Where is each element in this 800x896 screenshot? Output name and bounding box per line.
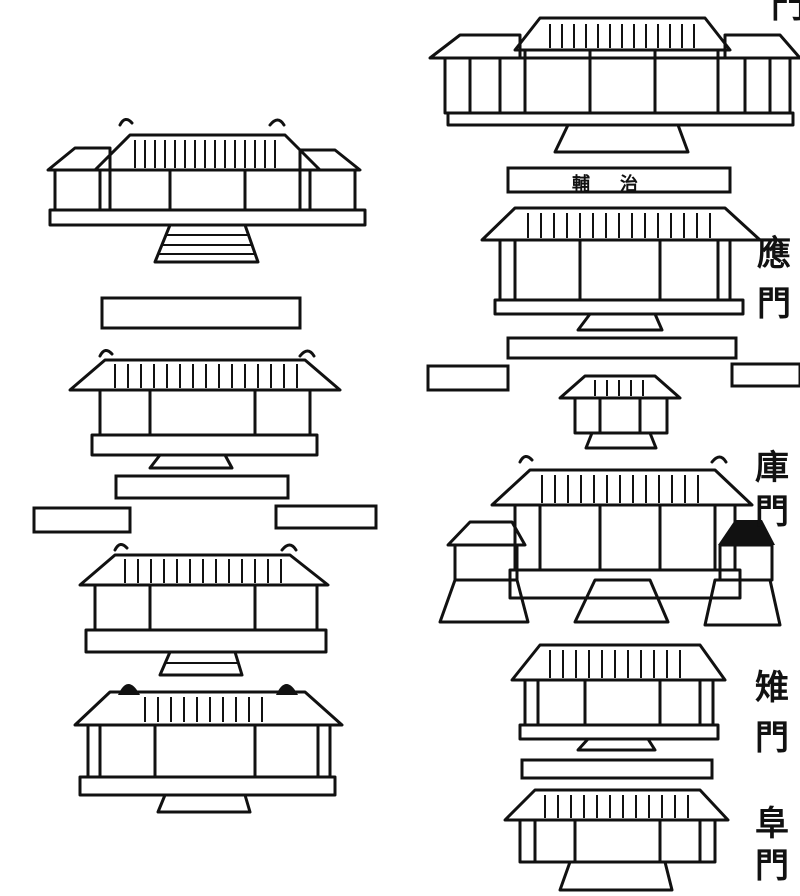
gate-label-ying-1: 應: [757, 234, 791, 274]
left-plaque-1: [100, 296, 302, 330]
gate-label-zhi-2: 門: [755, 718, 789, 758]
left-hall-a: [46, 118, 367, 264]
right-side-plaque-east: [730, 362, 800, 388]
gate-label-ying-2: 門: [757, 284, 791, 324]
right-hall-c: [438, 455, 782, 627]
plaque-inscription: 輔治: [572, 174, 668, 195]
left-hall-d: [73, 684, 344, 814]
gate-label-fu-2: 門: [755, 846, 789, 886]
right-hall-b: [480, 206, 762, 332]
right-side-plaque-west: [426, 364, 510, 392]
right-hall-a: [428, 16, 800, 154]
left-side-plaque-west: [32, 506, 132, 534]
top-partial-label: 門: [771, 0, 800, 26]
left-side-plaque-east: [274, 504, 378, 530]
gate-label-ku-2: 門: [755, 492, 789, 532]
left-plaque-2: [114, 474, 290, 500]
left-hall-c: [78, 543, 330, 677]
left-hall-b: [68, 349, 342, 470]
gate-label-ku-1: 庫: [755, 448, 789, 488]
right-small-pavilion: [558, 374, 682, 450]
right-plaque-3: [520, 758, 714, 780]
right-plaque-2: [506, 336, 738, 360]
right-hall-e: [503, 788, 730, 892]
right-plaque-inscribed: [506, 166, 732, 194]
gate-label-zhi-1: 雉: [755, 668, 789, 708]
right-hall-d: [510, 643, 727, 752]
gate-label-fu-1: 阜: [755, 804, 789, 844]
